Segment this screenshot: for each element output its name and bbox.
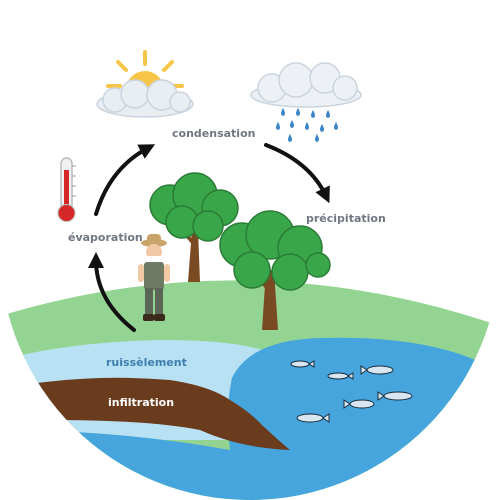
cycle-arrows [88,143,330,332]
soil-layer [30,377,290,450]
runoff-label: ruissèlement [106,356,187,369]
fish-icon [360,365,394,375]
thermometer-icon [57,157,76,222]
tree-icon [149,172,239,282]
evaporation-label: évaporation [68,231,143,244]
fish-icon [290,360,315,368]
condensation-label: condensation [172,127,256,140]
fish-icon [327,372,354,380]
rain-cloud-icon [250,62,362,142]
farmer-icon [138,234,170,321]
landscape [0,280,500,500]
fish-school [290,360,413,423]
infiltration-label: infiltration [108,396,175,409]
precipitation-label: précipitation [306,212,386,225]
cloud-icon [96,79,194,118]
cycle-arrow-icon [94,144,156,216]
fish-icon [343,399,375,409]
fish-icon [377,391,413,401]
tree-icon [219,210,331,330]
fish-icon [296,413,330,423]
cycle-arrow-icon [88,252,136,332]
cycle-arrow-icon [264,143,330,204]
